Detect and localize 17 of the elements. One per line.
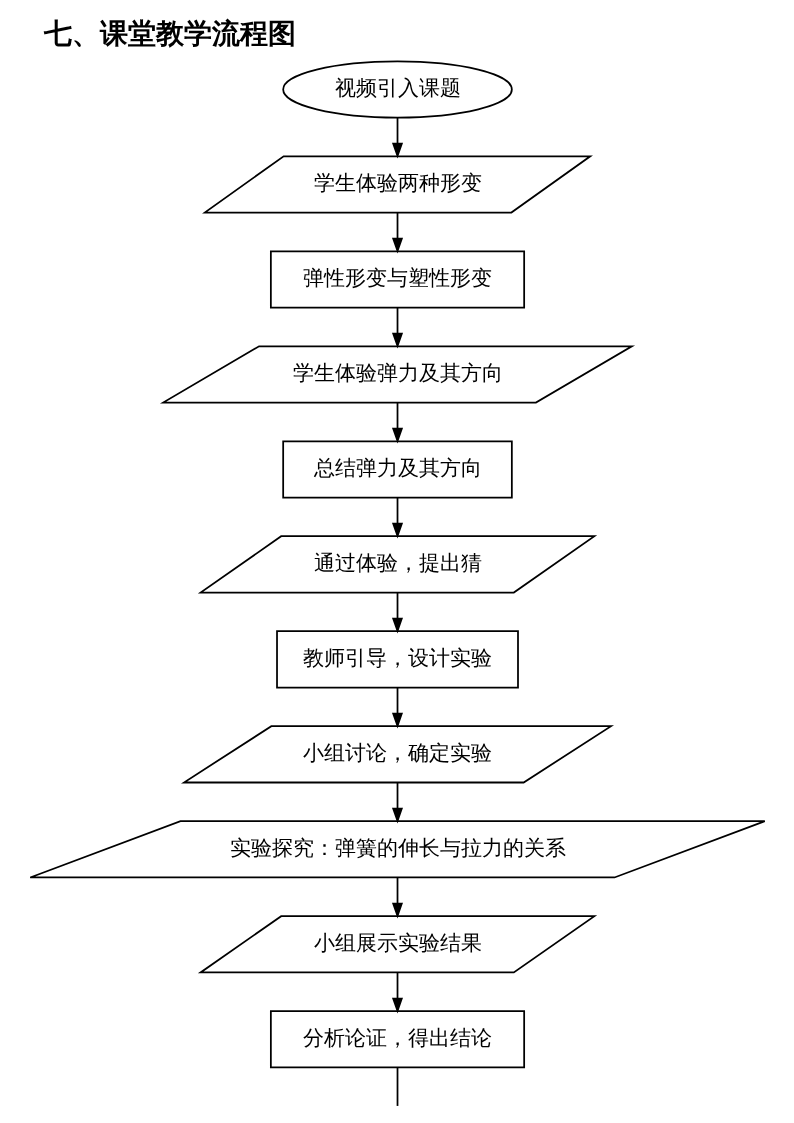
diagram-title: 七、课堂教学流程图 [43,17,296,51]
arrow [391,401,403,444]
node-ellipse: 视频引入课题 [281,60,513,119]
arrow [391,496,403,539]
arrow [391,876,403,919]
node-box: 弹性形变与塑性形变 [269,250,525,309]
node-box: 总结弹力及其方向 [281,440,513,499]
arrow [391,781,403,824]
arrow [391,971,403,1014]
arrow [391,591,403,634]
arrow [391,686,403,729]
connector [396,1066,398,1107]
arrow [391,116,403,159]
node-box: 分析论证，得出结论 [269,1010,525,1069]
node-box: 教师引导，设计实验 [275,630,519,689]
arrow [391,211,403,254]
arrow [391,306,403,349]
